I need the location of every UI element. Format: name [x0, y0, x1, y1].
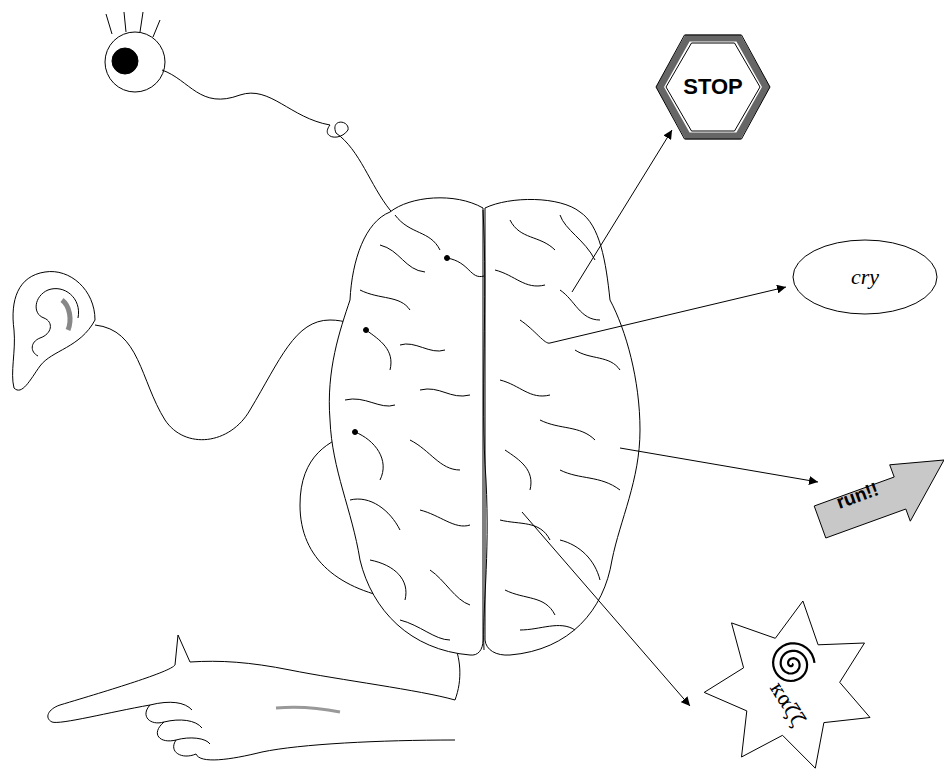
node-label: run!! [834, 478, 882, 513]
output-arrow [572, 130, 672, 292]
text-wrap: cry [792, 239, 938, 315]
output-arrow [550, 287, 786, 343]
ear-symbol [13, 272, 95, 391]
node-label: καζζ [765, 677, 811, 730]
star-burst: καζζ [700, 598, 880, 774]
run-arrow: run!! [812, 440, 944, 540]
text-wrap: STOP [656, 35, 770, 139]
spiral-symbol [773, 643, 814, 681]
node-label: STOP [683, 74, 743, 100]
eye-symbol [105, 12, 165, 92]
text-wrap: run!! [812, 440, 944, 540]
output-arrow [620, 448, 818, 482]
stop-hexagon: STOP [656, 35, 770, 139]
text-wrap: καζζ [700, 598, 880, 774]
node-label: cry [851, 264, 879, 290]
cry-ellipse: cry [792, 239, 938, 315]
output-arrow [522, 512, 690, 706]
hand-symbol [48, 635, 455, 760]
brain-symbol [329, 198, 640, 655]
nerve-wire [95, 320, 366, 440]
